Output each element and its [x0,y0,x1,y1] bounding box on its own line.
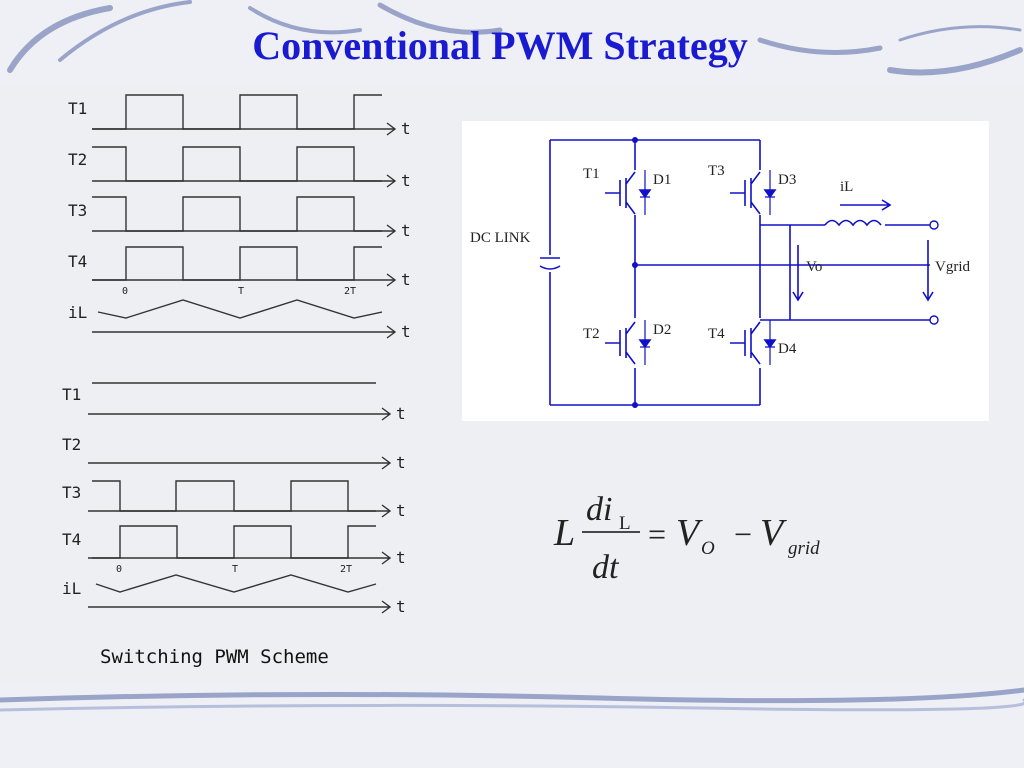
tick-label: T [232,564,238,575]
row-label: T4 [68,252,87,271]
tick-label: 2T [344,286,356,297]
circuit-panel [462,121,989,421]
signal-trace [95,574,377,593]
inductor-equation: L di L dt = V O − V grid [553,491,820,586]
waveform-row-1: T1 t [62,382,406,423]
inductor-il [824,219,882,227]
axis-label: t [401,270,411,289]
row-label: T1 [68,99,87,118]
waveform-row-5: iL t [68,299,411,341]
signal-trace [92,146,382,182]
eq-vo: V [676,512,703,554]
axis-label: t [396,501,406,520]
label-d2: D2 [653,322,671,338]
tick-label: 0 [116,564,122,575]
axis-label: t [396,404,406,423]
eq-num: di [586,491,612,528]
eq-vg: V [760,512,787,554]
eq-den: dt [592,549,620,586]
node-mid [632,262,638,268]
switch-t1 [605,170,652,215]
waveform-row-2: T2 t [68,146,411,190]
waveform-row-3: T3 t [62,480,406,520]
tick-label: 0 [122,286,128,297]
row-label: iL [62,579,81,598]
axis-label: t [396,453,406,472]
label-t3: T3 [708,163,725,179]
eq-vo-sub: O [701,538,715,559]
time-axis [88,456,392,470]
row-label: iL [68,303,87,322]
node-top [632,137,638,143]
axis-label: t [401,119,411,138]
waveform-row-1: T1 t [68,94,411,138]
time-axis [88,407,392,421]
time-axis [92,325,397,339]
signal-trace [92,196,382,232]
label-il: iL [840,179,853,195]
axis-label: t [401,221,411,240]
tick-label: T [238,286,244,297]
eq-num-sub: L [619,513,631,534]
axis-label: t [396,597,406,616]
row-label: T4 [62,530,81,549]
waveform-row-5: iL t [62,574,406,616]
switch-t3 [730,170,777,215]
label-t2: T2 [583,326,600,342]
terminal-top [929,220,939,230]
label-dc-link: DC LINK [470,230,531,246]
row-label: T2 [68,150,87,169]
waveform-row-2: T2 t [62,435,406,472]
signal-trace [92,94,382,130]
dc-link-capacitor [539,257,561,270]
axis-label: t [401,322,411,341]
eq-vg-sub: grid [788,538,820,559]
signal-trace [92,246,382,281]
label-vo: Vo [806,259,822,275]
label-d4: D4 [778,341,797,357]
row-label: T3 [62,483,81,502]
axis-label: t [401,171,411,190]
vo-arrow [792,245,804,302]
tick-label: 2T [340,564,352,575]
node-bottom [632,402,638,408]
eq-equals: = [648,516,666,552]
switch-t2 [605,320,652,365]
waveform-row-3: T3 t [68,196,411,240]
slide-title: Conventional PWM Strategy [252,23,748,68]
row-label: T2 [62,435,81,454]
label-t4: T4 [708,326,725,342]
vgrid-arrow [922,240,934,302]
label-d3: D3 [778,172,796,188]
signal-trace [92,480,376,512]
waveform-row-4: T4 t [62,525,406,567]
switch-t4 [730,320,777,365]
decor-strokes [0,0,1024,712]
label-d1: D1 [653,172,671,188]
il-arrow [840,199,892,211]
row-label: T3 [68,201,87,220]
figure-caption: Switching PWM Scheme [100,646,329,668]
signal-trace [97,299,383,319]
mid-right-out [760,224,930,321]
label-t1: T1 [583,166,600,182]
terminal-bottom [929,315,939,325]
label-vgrid: Vgrid [935,259,970,275]
axis-label: t [396,548,406,567]
eq-l: L [553,512,575,554]
signal-trace [92,525,376,559]
waveform-row-4: T4 t [68,246,411,289]
eq-minus: − [734,516,752,552]
time-axis [88,600,392,614]
row-label: T1 [62,385,81,404]
circuit-diagram [539,139,934,406]
